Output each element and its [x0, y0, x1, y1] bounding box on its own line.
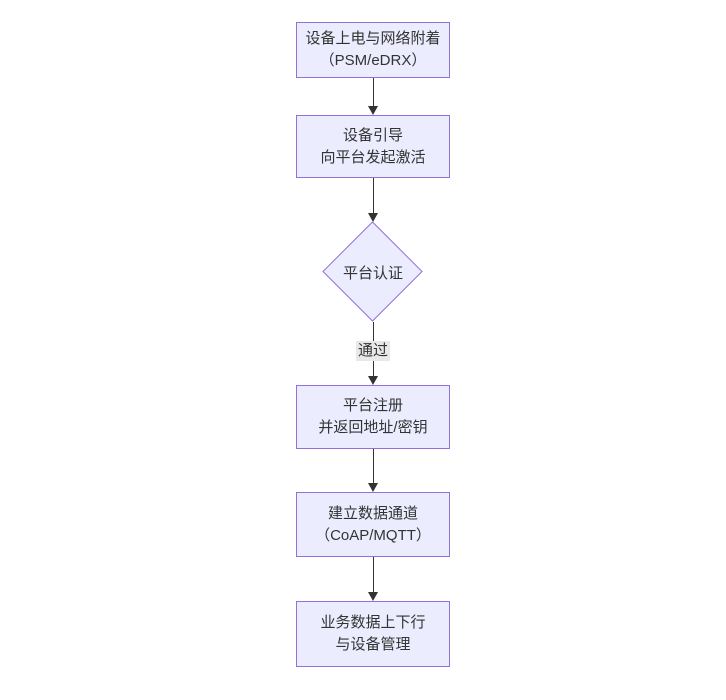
edge-arrow-4 [296, 449, 450, 492]
node-platform-auth: 平台认证 [322, 221, 423, 322]
node-label-line: 设备引导 [342, 126, 403, 144]
edge-arrow-3: 通过 [296, 322, 450, 385]
node-label-line: 平台注册 [342, 397, 403, 414]
node-register: 平台注册 并返回地址/密钥 [296, 385, 450, 449]
node-label-line: 设备上电与网络附着 [305, 30, 441, 47]
node-label-line: 向平台发起激活 [320, 148, 426, 166]
arrowhead-down-icon [368, 376, 378, 385]
node-bootstrap: 设备引导 向平台发起激活 [296, 115, 450, 178]
node-data-channel: 建立数据通道 （CoAP/MQTT） [296, 492, 450, 557]
edge-arrow-1 [296, 78, 450, 115]
node-label-line: 业务数据上下行 [320, 614, 426, 631]
node-label-line: 与设备管理 [335, 636, 411, 653]
node-power-on: 设备上电与网络附着 （PSM/eDRX） [296, 22, 450, 78]
node-label-line: 建立数据通道 [327, 504, 418, 522]
arrowhead-down-icon [368, 106, 378, 115]
flowchart-column: 设备上电与网络附着 （PSM/eDRX） 设备引导 向平台发起激活 平台认证 通… [296, 22, 450, 667]
node-label-line: 并返回地址/密钥 [318, 419, 428, 436]
node-label-line: （PSM/eDRX） [319, 52, 427, 69]
arrowhead-down-icon [368, 483, 378, 492]
edge-arrow-2 [296, 178, 450, 222]
arrowhead-down-icon [368, 592, 378, 601]
edge-label-pass: 通过 [355, 341, 391, 361]
node-label-line: （CoAP/MQTT） [315, 526, 431, 544]
node-business-data: 业务数据上下行 与设备管理 [296, 601, 450, 667]
node-label-line: 平台认证 [342, 264, 403, 282]
edge-arrow-5 [296, 557, 450, 601]
arrowhead-down-icon [368, 213, 378, 222]
